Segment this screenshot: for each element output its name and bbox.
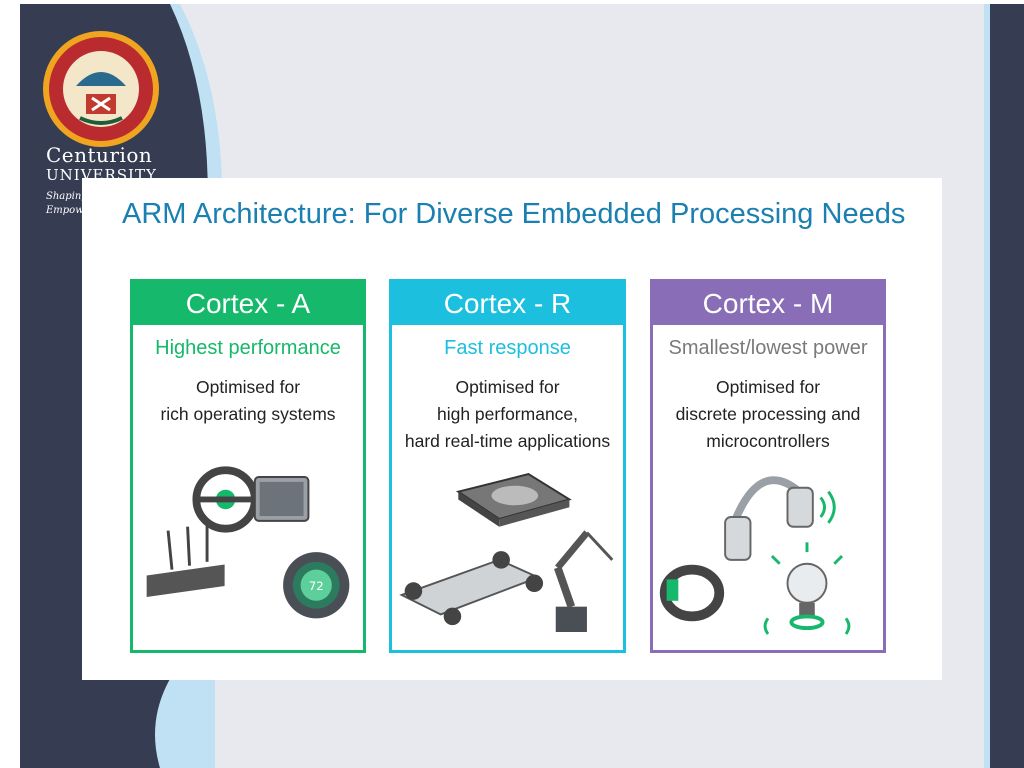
card-description: Optimised for high performance, hard rea… (392, 374, 623, 455)
headphones-icon (724, 476, 836, 561)
card-title: Cortex - R (392, 282, 623, 325)
router-icon (146, 522, 225, 597)
card-cortex-r: Cortex - R Fast response Optimised for h… (389, 279, 626, 653)
brand-tagline-2: Empow (46, 205, 84, 216)
desc-line: Optimised for (715, 377, 821, 397)
desc-line: Optimised for (455, 377, 560, 397)
hard-drive-icon (455, 473, 572, 527)
wristband-icon (659, 564, 725, 622)
card-subtitle: Smallest/lowest power (668, 337, 868, 359)
desc-line: rich operating systems (160, 404, 336, 424)
card-cortex-m: Cortex - M Smallest/lowest power Optimis… (650, 279, 886, 653)
thermostat-reading: 72 (309, 579, 324, 593)
card-subtitle: Fast response (444, 337, 571, 359)
card-subtitle: Highest performance (155, 337, 341, 359)
desc-line: hard real-time applications (404, 431, 611, 451)
light-bulb-icon (763, 542, 851, 635)
desc-line: discrete processing and (675, 404, 861, 424)
cortex-a-illustration: 72 (146, 466, 350, 619)
desc-line: Optimised for (195, 377, 301, 397)
card-description: Optimised for rich operating systems (133, 374, 363, 428)
cortex-m-illustration (659, 476, 851, 635)
right-edge-strip (984, 4, 1024, 768)
brand-name: Centurion (46, 143, 153, 167)
car-chassis-icon (399, 551, 544, 626)
robot-arm-icon (554, 530, 614, 632)
thermostat-icon: 72 (283, 552, 350, 619)
slide-title: ARM Architecture: For Diverse Embedded P… (122, 198, 906, 230)
card-title: Cortex - M (653, 282, 883, 325)
desc-line: high performance, (436, 404, 579, 424)
card-cortex-a: Cortex - A Highest performance Optimised… (130, 279, 366, 653)
cortex-r-illustration (399, 473, 614, 632)
brand-tagline-1: Shaping (46, 191, 88, 202)
desc-line: microcontrollers (706, 431, 830, 451)
content-panel: ARM Architecture: For Diverse Embedded P… (82, 178, 942, 680)
card-description: Optimised for discrete processing and mi… (653, 374, 883, 455)
university-logo (43, 31, 159, 147)
steering-wheel-icon (192, 466, 310, 533)
card-title: Cortex - A (133, 282, 363, 325)
